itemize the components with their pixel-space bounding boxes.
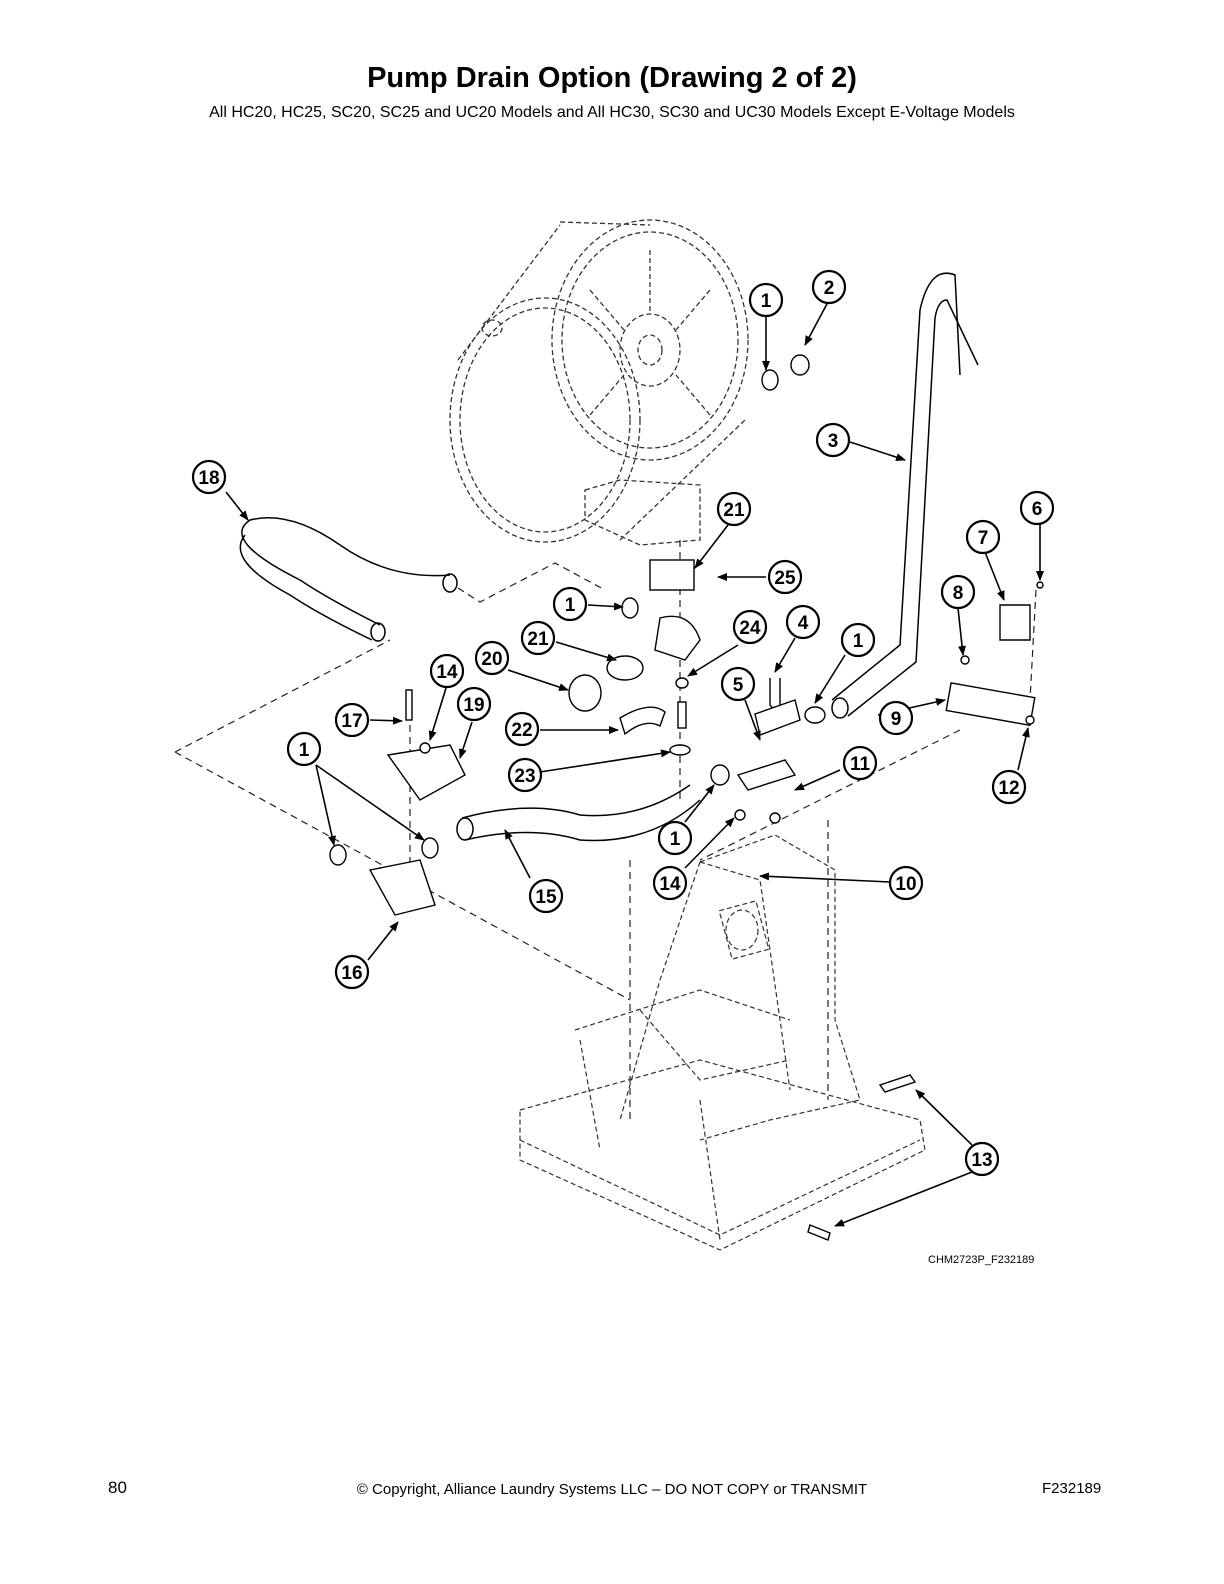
svg-text:9: 9 bbox=[891, 709, 902, 730]
svg-text:11: 11 bbox=[850, 754, 871, 775]
svg-text:21: 21 bbox=[527, 629, 549, 650]
callout-12: 12 bbox=[991, 769, 1027, 805]
svg-text:23: 23 bbox=[514, 766, 535, 787]
svg-text:3: 3 bbox=[828, 431, 839, 452]
svg-text:1: 1 bbox=[299, 740, 310, 761]
callout-13: 13 bbox=[964, 1141, 1000, 1177]
svg-text:5: 5 bbox=[733, 675, 744, 696]
callout-3: 3 bbox=[815, 422, 851, 458]
callout-7: 7 bbox=[965, 519, 1001, 555]
callout-25: 25 bbox=[767, 559, 803, 595]
page-title: Pump Drain Option (Drawing 2 of 2) bbox=[367, 62, 857, 94]
svg-text:1: 1 bbox=[565, 595, 576, 616]
callout-1: 1 bbox=[552, 586, 588, 622]
figure-code: CHM2723P_F232189 bbox=[928, 1254, 1035, 1266]
svg-text:22: 22 bbox=[511, 720, 532, 741]
svg-text:25: 25 bbox=[774, 568, 796, 589]
callout-22: 22 bbox=[504, 711, 540, 747]
drum-assembly bbox=[449, 219, 749, 546]
callout-5: 5 bbox=[720, 666, 756, 702]
svg-text:15: 15 bbox=[535, 887, 557, 908]
callout-21: 21 bbox=[716, 491, 752, 527]
copyright-notice: © Copyright, Alliance Laundry Systems LL… bbox=[356, 1481, 868, 1498]
svg-text:8: 8 bbox=[953, 583, 964, 604]
callout-labels: 1 2 1 3 18 21 6 7 25 1 8 24 4 1 21 20 14… bbox=[0, 0, 1055, 1177]
svg-text:20: 20 bbox=[481, 649, 502, 670]
callout-15: 15 bbox=[528, 878, 564, 914]
callout-17: 17 bbox=[334, 702, 370, 738]
document-number: F232189 bbox=[1042, 1480, 1102, 1497]
callout-19: 19 bbox=[456, 686, 492, 722]
callout-1: 1 bbox=[840, 622, 876, 658]
svg-text:21: 21 bbox=[723, 500, 745, 521]
svg-text:10: 10 bbox=[895, 874, 916, 895]
callout-10: 10 bbox=[888, 865, 924, 901]
svg-text:1: 1 bbox=[853, 631, 864, 652]
callout-2: 2 bbox=[811, 269, 847, 305]
page-subtitle: All HC20, HC25, SC20, SC25 and UC20 Mode… bbox=[209, 104, 1015, 121]
callout-16: 16 bbox=[334, 954, 370, 990]
callout-8: 8 bbox=[940, 574, 976, 610]
svg-text:14: 14 bbox=[436, 662, 458, 683]
callout-1: 1 bbox=[0, 0, 6, 5]
callout-14: 14 bbox=[429, 653, 465, 689]
callout-9: 9 bbox=[878, 700, 914, 736]
base-frame bbox=[519, 834, 926, 1251]
small-parts bbox=[329, 354, 1044, 1241]
callout-1: 1 bbox=[286, 731, 322, 767]
tall-drain-hose bbox=[831, 272, 979, 719]
svg-text:16: 16 bbox=[341, 963, 362, 984]
svg-text:13: 13 bbox=[971, 1150, 992, 1171]
svg-text:19: 19 bbox=[463, 695, 484, 716]
svg-text:2: 2 bbox=[824, 278, 835, 299]
svg-text:1: 1 bbox=[670, 829, 681, 850]
callout-1: 1 bbox=[657, 820, 693, 856]
page-number: 80 bbox=[108, 1478, 127, 1497]
svg-text:6: 6 bbox=[1032, 499, 1043, 520]
callout-14: 14 bbox=[652, 865, 688, 901]
callout-4: 4 bbox=[785, 604, 821, 640]
hose-18 bbox=[239, 517, 458, 642]
svg-text:1: 1 bbox=[761, 291, 772, 312]
callout-11: 11 bbox=[842, 745, 878, 781]
svg-text:17: 17 bbox=[341, 711, 362, 732]
callout-18: 18 bbox=[191, 459, 227, 495]
callout-20: 20 bbox=[474, 640, 510, 676]
callout-24: 24 bbox=[732, 609, 768, 645]
svg-text:24: 24 bbox=[739, 618, 761, 639]
callout-21: 21 bbox=[520, 620, 556, 656]
leader-arrows bbox=[225, 301, 1044, 1227]
assembly-guide-lines bbox=[174, 540, 1037, 1120]
svg-text:18: 18 bbox=[198, 468, 219, 489]
svg-text:12: 12 bbox=[998, 778, 1019, 799]
svg-text:14: 14 bbox=[659, 874, 681, 895]
callout-23: 23 bbox=[507, 757, 543, 793]
svg-text:7: 7 bbox=[978, 528, 989, 549]
callout-1: 1 bbox=[748, 282, 784, 318]
svg-text:4: 4 bbox=[798, 613, 809, 634]
callout-6: 6 bbox=[1019, 490, 1055, 526]
